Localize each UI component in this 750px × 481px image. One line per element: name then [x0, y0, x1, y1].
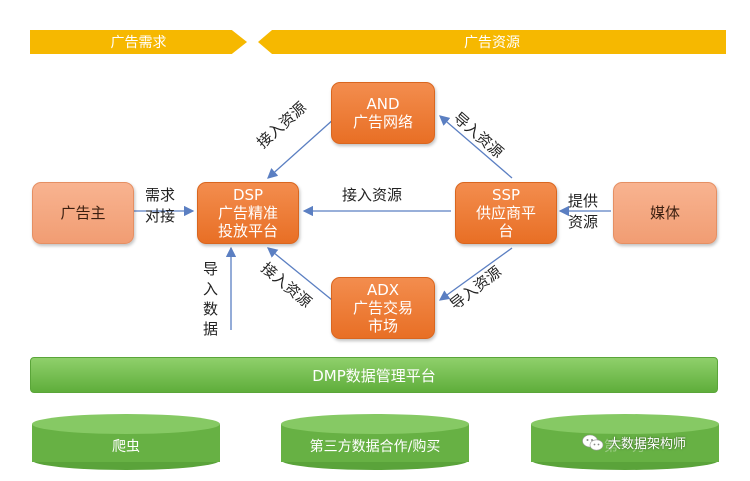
cylinder-top	[281, 414, 469, 434]
cylinder-top	[32, 414, 220, 434]
third-party-label: 第三方数据合作/购买	[309, 439, 441, 455]
dsp-node-line2: 广告精准	[217, 204, 278, 222]
arrow-and-to-dsp	[267, 117, 336, 179]
dsp-node-title: DSP	[232, 186, 264, 204]
ssp-node-line2: 供应商平	[475, 204, 536, 222]
ssp-node-line3: 台	[498, 222, 514, 240]
first-party-source-cylinder: 第一方	[531, 414, 719, 470]
edge-label-ssp-to-dsp: 接入资源	[342, 186, 403, 204]
crawler-source-cylinder: 爬虫	[32, 414, 220, 470]
edge-label-import-data-1: 导	[203, 260, 219, 278]
media-node: 媒体	[613, 182, 717, 244]
dmp-platform-label: DMP数据管理平台	[312, 366, 436, 385]
edge-label-provide-1: 提供	[568, 192, 599, 210]
edge-label-import-data-3: 数	[203, 300, 219, 318]
watermark: 大数据架构师	[582, 433, 686, 452]
and-node-title: AND	[366, 95, 400, 113]
and-node-subtitle: 广告网络	[352, 113, 413, 131]
and-ad-network-node: AND 广告网络	[331, 82, 435, 144]
cylinder-top	[531, 414, 719, 434]
media-label: 媒体	[649, 204, 680, 222]
supply-banner-label: 广告资源	[464, 35, 520, 51]
third-party-source-cylinder: 第三方数据合作/购买	[281, 414, 469, 470]
adx-node-line3: 市场	[367, 317, 398, 335]
supply-banner: 广告资源	[258, 30, 726, 54]
ssp-node: SSP 供应商平 台	[455, 182, 557, 244]
adx-node-line2: 广告交易	[352, 299, 413, 317]
arrow-adx-to-dsp	[266, 247, 333, 301]
watermark-text: 大数据架构师	[608, 437, 687, 452]
edge-label-provide-2: 资源	[568, 213, 599, 231]
edge-label-demand-1: 需求	[145, 186, 176, 204]
arrow-ssp-to-and	[439, 115, 513, 179]
advertiser-node: 广告主	[32, 182, 134, 244]
demand-banner: 广告需求	[30, 30, 247, 54]
arrow-ssp-to-adx	[438, 247, 513, 301]
wechat-icon	[582, 434, 604, 450]
adx-node-title: ADX	[366, 281, 400, 299]
edge-label-import-data-2: 入	[203, 280, 219, 298]
first-party-label: 第一方	[604, 439, 646, 455]
edge-label-demand-2: 对接	[145, 207, 176, 225]
crawler-label: 爬虫	[112, 439, 140, 455]
advertiser-label: 广告主	[60, 204, 106, 222]
dmp-platform-bar: DMP数据管理平台	[30, 357, 718, 393]
adx-node: ADX 广告交易 市场	[331, 277, 435, 339]
demand-banner-label: 广告需求	[110, 35, 167, 51]
dsp-node-line3: 投放平台	[217, 222, 278, 240]
edge-label-import-data-4: 据	[203, 320, 219, 338]
dsp-node: DSP 广告精准 投放平台	[197, 182, 299, 244]
ssp-node-title: SSP	[491, 186, 521, 204]
